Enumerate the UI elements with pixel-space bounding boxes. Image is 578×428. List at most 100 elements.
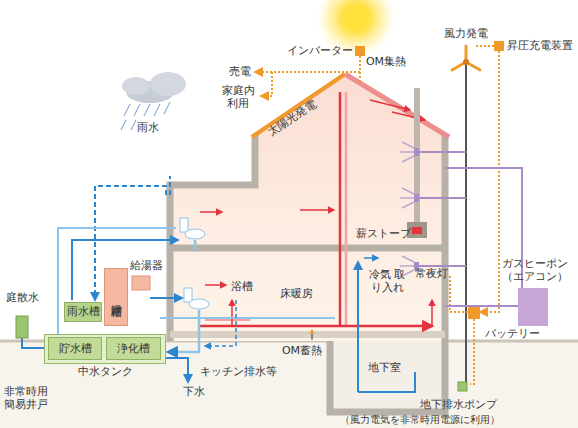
text-label: 太陽光発電 [265, 97, 318, 138]
cool-air-arrow [364, 257, 378, 259]
cloud-part [150, 72, 186, 96]
hot-water-tank: 貯湯槽 [104, 268, 128, 326]
om-flow-arrow [300, 209, 334, 211]
house-wall [170, 135, 445, 412]
water-pipes [22, 176, 415, 392]
toilet-tank [184, 288, 192, 302]
wind-turbine [452, 46, 480, 385]
text-label: 下水 [183, 385, 205, 398]
water-heater [132, 276, 150, 290]
toilets [180, 218, 209, 309]
text-label: ガスヒーポン （エアコン） [492, 257, 578, 283]
house-interior [170, 75, 445, 341]
under-floor-pipe [160, 317, 335, 319]
rain-cloud [121, 72, 186, 130]
node-label: 貯水槽 [59, 343, 92, 355]
toilet-bowl [189, 299, 209, 309]
cool-air-duct [357, 262, 359, 392]
heat-pump-line [445, 168, 522, 306]
cloud-part [122, 77, 150, 95]
text-label: 常夜灯 [415, 267, 448, 280]
gas-heat-pump-unit [518, 288, 548, 326]
charger-box [494, 41, 504, 51]
drain-pump [458, 382, 467, 391]
kitchen-drain [205, 300, 236, 346]
garden-pipe [22, 338, 44, 348]
text-label: キッチン排水等 [200, 365, 277, 378]
om-collector-roof [345, 74, 449, 137]
sewer-pipe [166, 358, 188, 382]
rain-tank: 雨水槽 [64, 302, 102, 322]
toilet-tank [180, 218, 188, 232]
inverter-box [355, 46, 365, 56]
septic-tank: 浄化槽 [106, 337, 161, 360]
text-label: 家庭内 利用 [218, 84, 258, 110]
text-label: 浴槽 [231, 280, 253, 293]
toilet-bowl [185, 229, 205, 239]
stove-flue [414, 88, 420, 224]
text-label: バッテリー [485, 327, 540, 340]
power-line [255, 71, 360, 73]
supply-pipe [150, 297, 182, 299]
text-label: 冷気 取り入れ [366, 268, 408, 294]
text-label: OM蓄熱 [282, 344, 322, 357]
power-line [470, 319, 474, 384]
drain-pipe [168, 240, 199, 352]
storage-arrow [312, 330, 313, 340]
om-flow-arrow [431, 300, 433, 326]
om-duct [345, 92, 348, 326]
lamp [414, 194, 419, 202]
text-label: 非常時用 簡易井戸 [1, 385, 51, 411]
om-air-ducts [200, 92, 432, 340]
floor-heating-duct [200, 325, 432, 328]
text-label: 雨水 [137, 121, 159, 134]
om-flow-arrow [370, 100, 410, 110]
text-label: 地下室 [368, 361, 401, 374]
text-label: （風力電気を非常時用電源に利用） [340, 414, 500, 426]
om-flow-arrow [205, 284, 226, 286]
om-flow-arrow [231, 300, 233, 326]
text-label: 地下排水ポンプ [420, 398, 497, 411]
node-label: 雨水槽 [67, 306, 100, 318]
power-line [359, 56, 361, 82]
power-line [476, 45, 494, 47]
om-duct [339, 92, 342, 326]
storage-tank: 貯水槽 [48, 337, 102, 360]
node-label: 中水タンク [45, 366, 165, 378]
floor-heating-duct [205, 319, 250, 321]
text-label: インバーター [287, 44, 353, 57]
text-label: 売電 [229, 65, 251, 78]
text-label: 庭散水 [6, 291, 39, 304]
stove-fire [412, 227, 422, 234]
power-line [480, 51, 499, 312]
node-label: 浄化槽 [117, 343, 150, 355]
supply-pipe [58, 228, 176, 334]
lamp [414, 148, 419, 156]
sun-disc [343, 5, 369, 31]
text-label: 給湯器 [130, 259, 163, 272]
text-label: 薪ストーブ [356, 227, 411, 240]
wood-stove [407, 88, 427, 238]
cool-air-duct [358, 372, 415, 392]
ground-floor-slab [170, 331, 445, 338]
power-lines [255, 41, 504, 391]
second-floor-slab [170, 245, 445, 252]
text-label: 床暖房 [280, 287, 313, 300]
power-line [261, 72, 272, 96]
text-label: 昇圧充電装置 [507, 39, 573, 52]
rain-gutter [169, 176, 171, 195]
text-label: OM集熱 [366, 55, 406, 68]
turbine-hub [463, 59, 469, 65]
lighting [400, 142, 548, 326]
light-circuit [418, 152, 466, 266]
battery-box [468, 305, 480, 319]
turbine-blades [452, 46, 480, 70]
om-flow-arrow [392, 112, 425, 120]
emergency-well [16, 316, 28, 338]
greywater-tank: 中水タンク貯水槽浄化槽 [44, 334, 166, 364]
node-label: 貯湯槽 [110, 296, 122, 299]
lamp-rays [400, 142, 414, 276]
om-flow-arrow [200, 211, 222, 213]
